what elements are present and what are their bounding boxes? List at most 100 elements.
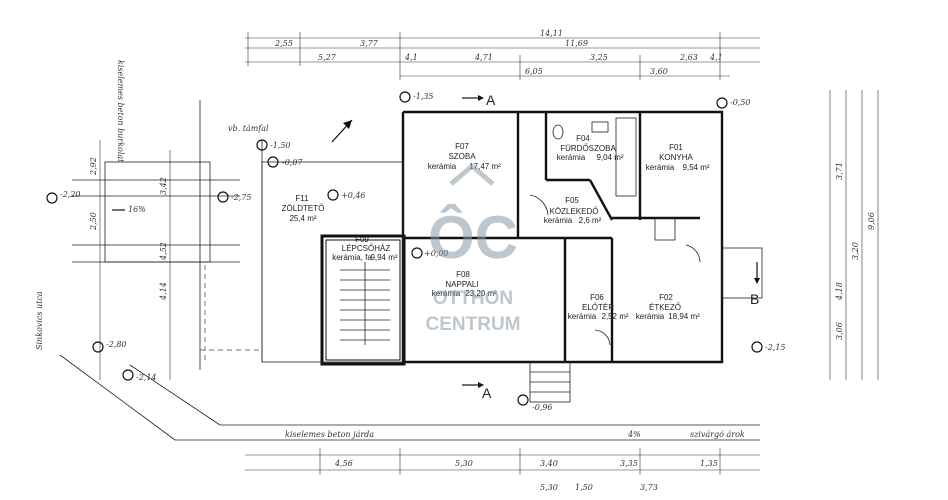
toilet-icon xyxy=(552,124,564,140)
chimney-icon xyxy=(654,217,676,241)
room-f06-name: ELŐTÉR xyxy=(582,303,614,312)
dim-right-1: 3,20 xyxy=(851,242,860,260)
room-f11: F11 ZÖLDTETŐ 25,4 m² xyxy=(282,194,325,223)
dim-left-1: 2,50 xyxy=(89,212,98,231)
level-left-far: -2,20 xyxy=(60,190,81,199)
room-f01: F01 KONYHA kerámia 9,54 m² xyxy=(646,143,710,172)
room-f08-name: NAPPALI xyxy=(445,280,478,289)
dim-top-r2-2: 4,71 xyxy=(474,53,493,62)
right-side: 3,71 3,20 9,06 4,18 3,06 xyxy=(721,90,879,380)
room-labels: F07 SZOBA kerámia 17,47 m² F04 FÜRDŐSZOB… xyxy=(282,134,710,321)
room-f06: F06 ELŐTÉR kerámia 2,52 m² xyxy=(568,293,629,321)
dim-top-total: 14,11 xyxy=(540,29,563,38)
top-left-note: kiselemes beton burkolat xyxy=(116,60,125,163)
entrance-steps xyxy=(529,361,571,403)
watermark-logo: ÔC xyxy=(428,204,518,271)
north-arrow-head-icon xyxy=(343,120,352,129)
level-marker-bottom-left2: -2,14 xyxy=(122,369,157,382)
room-f07-code: F07 xyxy=(455,142,469,151)
building-outline xyxy=(261,110,724,366)
dim-bottom-r1-3: 3,35 xyxy=(620,459,638,468)
otthon-centrum-watermark: ÔC OTTHON CENTRUM xyxy=(426,162,521,335)
room-f09-finish: kerámia, fa xyxy=(332,253,372,262)
section-a-bottom: A xyxy=(482,385,492,401)
top-dimension-lines: 14,11 2,55 3,77 11,69 5,27 4,1 4,71 3,25… xyxy=(245,29,760,80)
dim-top-r2-5: 4,1 xyxy=(709,53,723,62)
dim-right-0: 3,71 xyxy=(835,162,844,180)
room-f09-code: F09 xyxy=(355,235,369,244)
room-f02: F02 ÉTKEZŐ kerámia 18,94 m² xyxy=(636,293,700,321)
level-marker-green-roof: +0,46 xyxy=(327,189,366,201)
room-f09-name: LÉPCSŐHÁZ xyxy=(342,244,391,253)
watermark-line2: CENTRUM xyxy=(426,314,521,335)
dim-right-4: 3,06 xyxy=(835,322,844,340)
room-f08-finish: kerámia xyxy=(432,289,461,298)
dim-top-r1-2: 11,69 xyxy=(565,39,588,48)
room-f02-code: F02 xyxy=(659,293,673,302)
section-markers: A A B xyxy=(462,92,760,401)
room-f09-area: 9,94 m² xyxy=(370,253,397,262)
room-f05-name: KÖZLEKEDŐ xyxy=(550,207,599,216)
room-f07-finish: kerámia xyxy=(428,162,457,171)
dim-top-r1-1: 3,77 xyxy=(360,39,379,48)
wall-note: vb. támfal xyxy=(228,124,269,133)
level-bottom-left2: -2,14 xyxy=(136,373,157,382)
room-f02-name: ÉTKEZŐ xyxy=(649,303,681,312)
room-f06-area: 2,52 m² xyxy=(601,312,628,321)
dim-bottom-r1-1: 5,30 xyxy=(455,459,473,468)
level-top-right: -0,50 xyxy=(730,98,751,107)
room-f07-area: 17,47 m² xyxy=(469,162,501,171)
bottom-ditch-label: szivárgó árok xyxy=(690,430,745,439)
level-roof-edge: -0,07 xyxy=(282,158,303,167)
level-marker-bottom-left: -2,80 xyxy=(92,340,127,353)
room-f05: F05 KÖZLEKEDŐ kerámia 2,6 m² xyxy=(544,196,602,225)
room-f08-code: F08 xyxy=(456,270,470,279)
watermark-line1: OTTHON xyxy=(433,288,513,309)
dim-left-0: 2,92 xyxy=(89,157,98,176)
dim-top-r2-3: 3,25 xyxy=(590,53,608,62)
room-f04-area: 9,04 m² xyxy=(596,153,623,162)
dim-top-r3-0: 6,05 xyxy=(525,67,543,76)
room-f06-code: F06 xyxy=(590,293,604,302)
dim-top-r2-0: 5,27 xyxy=(318,53,337,62)
dim-right-3: 4,18 xyxy=(835,282,844,301)
dim-bottom-r1-2: 3,40 xyxy=(540,459,558,468)
level-marker-left-wall: -1,50 xyxy=(256,139,291,151)
bathtub-icon xyxy=(615,117,637,197)
bottom-slope-label: 4% xyxy=(627,430,641,439)
sink-icon xyxy=(591,121,609,133)
level-top-left: -1,35 xyxy=(413,92,434,101)
dim-bottom-r2-1: 1,50 xyxy=(575,483,593,492)
dim-left-3: 4,14 xyxy=(159,282,168,301)
left-exterior: 16% xyxy=(72,100,263,370)
room-f07: F07 SZOBA kerámia 17,47 m² xyxy=(428,142,501,171)
level-markers: -1,35 -0,50 -1,50 -0,07 -2,20 -2,75 +0,4… xyxy=(46,91,786,412)
left-dimension-lines: 2,92 2,50 3,42 4,14 4,52 xyxy=(89,140,171,380)
section-a-top: A xyxy=(486,92,496,108)
bathroom-fixtures xyxy=(552,117,676,241)
level-stair-top: +0,00 xyxy=(424,249,449,258)
dim-bottom-r1-0: 4,56 xyxy=(334,459,353,468)
dim-top-r2-1: 4,1 xyxy=(404,53,418,62)
room-f02-finish: kerámia xyxy=(636,312,665,321)
room-f05-code: F05 xyxy=(565,196,579,205)
room-f11-name: ZÖLDTETŐ xyxy=(282,204,325,213)
door-swings xyxy=(529,194,701,346)
dim-left-2: 3,42 xyxy=(159,177,168,195)
room-f01-name: KONYHA xyxy=(659,153,693,162)
level-right-side: -2,75 xyxy=(231,193,252,202)
level-left-wall: -1,50 xyxy=(270,141,291,150)
level-marker-entrance: -0,96 xyxy=(517,394,553,412)
room-f07-name: SZOBA xyxy=(448,152,476,161)
room-f11-area: 25,4 m² xyxy=(289,214,316,223)
room-f11-code: F11 xyxy=(295,194,309,203)
room-f09: F09 LÉPCSŐHÁZ kerámia, fa 9,94 m² xyxy=(332,235,398,262)
room-f06-finish: kerámia xyxy=(568,312,597,321)
room-f01-finish: kerámia xyxy=(646,163,675,172)
room-f04-finish: kerámia xyxy=(557,153,586,162)
site-lines: kiselemes beton járda 4% szivárgó árok 4… xyxy=(59,354,760,492)
left-street-label: Sinkovics utca xyxy=(35,291,44,350)
section-b: B xyxy=(750,291,759,307)
level-bottom-right: -2,15 xyxy=(765,343,786,352)
level-marker-top-left: -1,35 xyxy=(399,91,434,103)
